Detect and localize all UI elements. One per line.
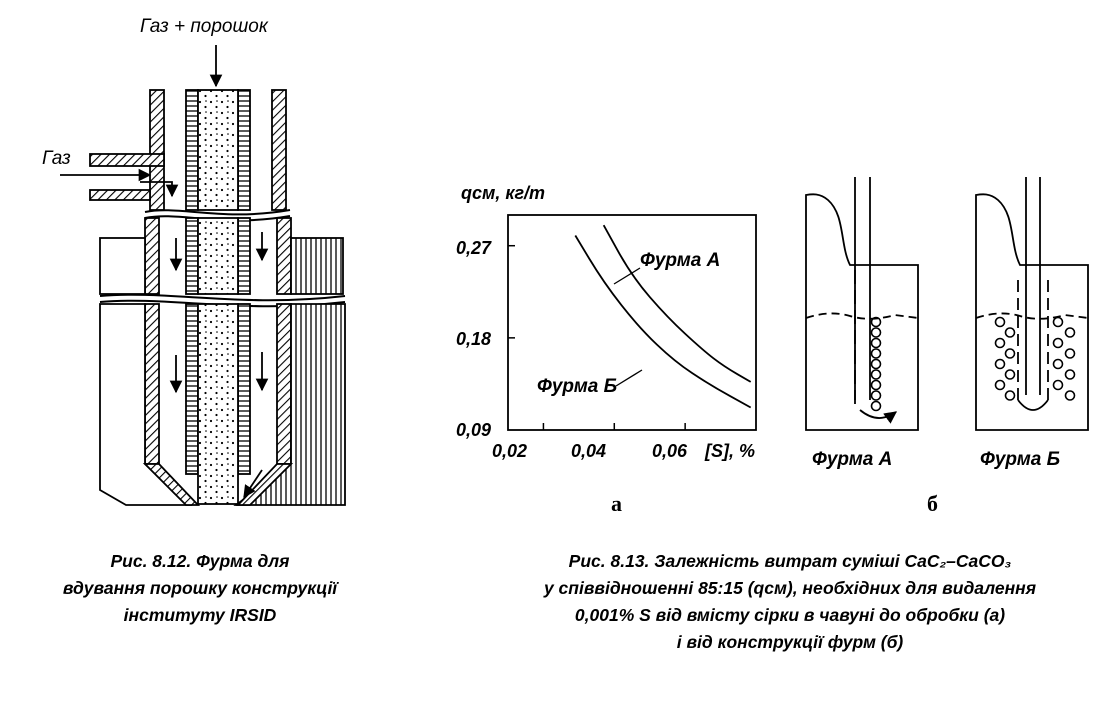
ladle-label-lance-b: Фурма Б — [980, 449, 1061, 470]
gas-bubble — [1052, 337, 1064, 349]
gas-bubble — [994, 337, 1006, 349]
caption-fig-8-13: Рис. 8.13. Залежність витрат суміші CaC₂… — [470, 548, 1110, 656]
gas-bubble — [994, 358, 1006, 370]
gas-bubble — [870, 327, 882, 338]
ladle-lance-a — [805, 177, 919, 431]
gas-bubble — [870, 379, 882, 391]
leader-lance-b — [615, 369, 643, 387]
series-line-lance-a — [602, 224, 752, 383]
gas-bubble — [870, 390, 882, 401]
ladle-lance-b — [975, 177, 1089, 431]
leader-lance-a — [613, 267, 641, 285]
y-axis-label: qсм, кг/т — [461, 183, 546, 203]
gas-bubble — [1052, 379, 1064, 391]
gas-bubble — [994, 379, 1006, 391]
irsid-lance-drawing — [60, 45, 346, 506]
gas-bubble — [1052, 358, 1064, 370]
gas-bubble — [1064, 369, 1076, 380]
series-line-lance-b — [574, 235, 752, 409]
caption-line: інституту IRSID — [123, 605, 277, 625]
caption-line: Рис. 8.12. Фурма для — [110, 551, 290, 571]
gas-bubble — [1064, 348, 1076, 359]
series-label-lance-b: Фурма Б — [537, 376, 618, 397]
gas-bubble — [1052, 316, 1064, 328]
gas-bubble — [870, 316, 882, 328]
gas-bubble — [1064, 390, 1076, 401]
gas-bubble — [870, 337, 882, 349]
caption-fig-8-12: Рис. 8.12. Фурма для вдування порошку ко… — [20, 548, 380, 629]
chart-a — [507, 214, 757, 431]
x-tick-label: 0,06 — [652, 441, 688, 461]
caption-line: 0,001% S від вмісту сірки в чавуні до об… — [574, 605, 1006, 625]
x-axis-label: [S], % — [705, 441, 756, 461]
caption-line: вдування порошку конструкції — [62, 578, 338, 598]
gas-bubble — [870, 348, 882, 359]
caption-line: у співвідношенні 85:15 (qсм), необхідних… — [543, 578, 1037, 598]
gas-bubble — [994, 316, 1006, 328]
powder-gas-label: Газ + порошок — [140, 16, 268, 37]
y-tick-label: 0,18 — [456, 329, 492, 349]
series-label-lance-a: Фурма А — [640, 250, 721, 271]
caption-line: і від конструкції фурм (б) — [676, 632, 904, 652]
panel-b-label: б — [927, 491, 938, 516]
caption-line: Рис. 8.13. Залежність витрат суміші CaC₂… — [568, 551, 1012, 571]
gas-bubble — [1004, 390, 1016, 401]
gas-bubble — [1064, 327, 1076, 338]
ladle-label-lance-a: Фурма А — [812, 449, 893, 470]
gas-bubble — [1004, 348, 1016, 359]
gas-label: Газ — [42, 148, 71, 169]
y-tick-label: 0,27 — [456, 238, 492, 258]
y-tick-label: 0,09 — [456, 420, 492, 440]
gas-bubble — [1004, 327, 1016, 338]
gas-bubble — [1004, 369, 1016, 380]
panel-a-label: а — [611, 491, 622, 516]
gas-bubble — [870, 400, 882, 412]
x-tick-label: 0,02 — [492, 441, 528, 461]
gas-bubble — [870, 369, 882, 380]
x-tick-label: 0,04 — [571, 441, 607, 461]
chart-frame — [507, 214, 757, 431]
gas-bubble — [870, 358, 882, 370]
